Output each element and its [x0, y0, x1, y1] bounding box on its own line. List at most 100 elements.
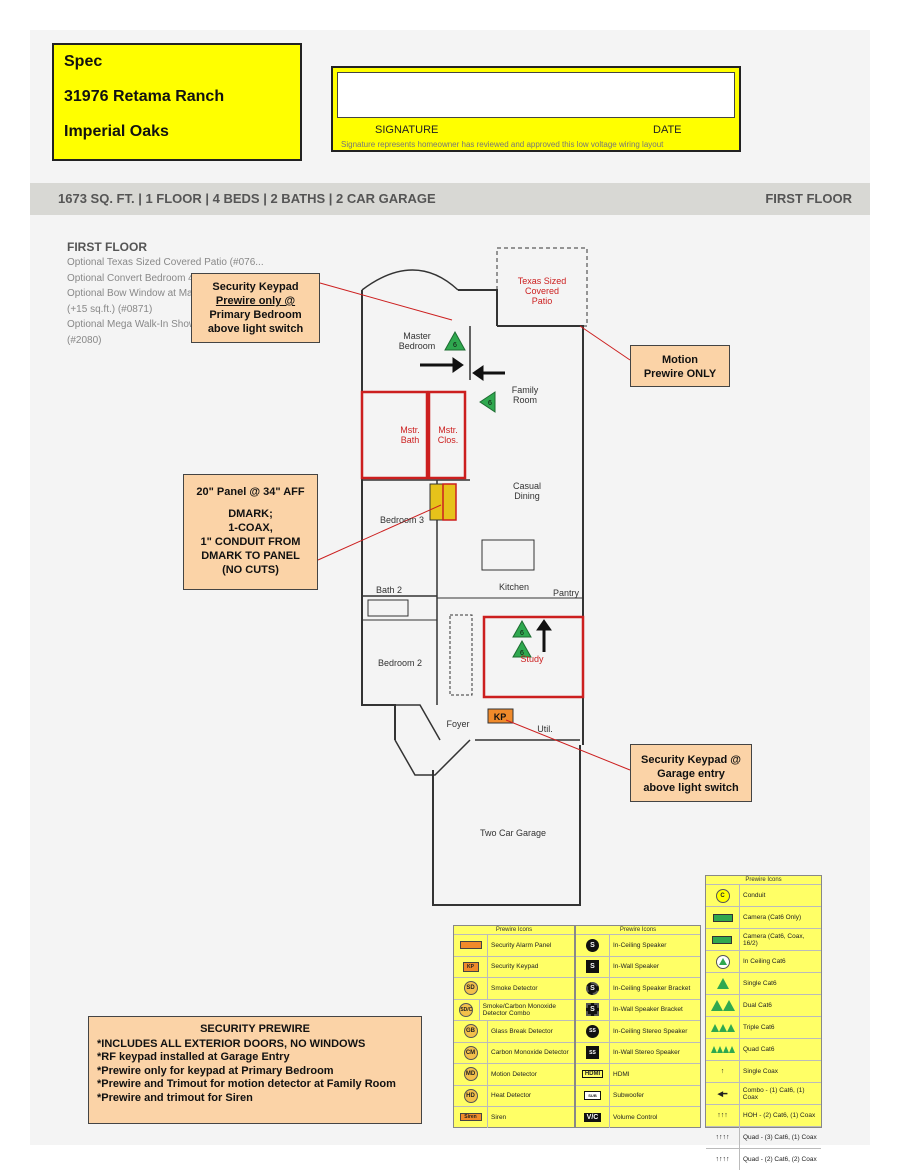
- project-info-box: Spec 31976 Retama Ranch Imperial Oaks: [52, 43, 302, 161]
- spec-banner: 1673 SQ. FT. | 1 FLOOR | 4 BEDS | 2 BATH…: [30, 183, 870, 215]
- master-bedroom-label: Bedroom: [399, 341, 436, 351]
- callout-line: Motion: [661, 354, 699, 366]
- wall-speaker-icon: S: [576, 956, 610, 977]
- legend-row: ↑↑↑↑Quad - (2) Cat6, (2) Coax: [706, 1148, 821, 1170]
- heat-detector-icon: HD: [454, 1085, 488, 1106]
- legend-row: Single Cat6: [706, 972, 821, 994]
- patio-label: Covered: [525, 286, 559, 296]
- callout-line: Prewire ONLY: [643, 368, 717, 380]
- callout-line: 1" CONDUIT FROM: [200, 536, 301, 548]
- legend-row: Dual Cat6: [706, 994, 821, 1016]
- cat6-label: 6: [453, 342, 457, 349]
- legend-row: In Ceiling Cat6: [706, 950, 821, 972]
- options-title: FIRST FLOOR: [67, 240, 147, 254]
- hdmi-icon: HDMI: [576, 1064, 610, 1085]
- security-prewire-note: SECURITY PREWIRE *INCLUDES ALL EXTERIOR …: [88, 1016, 422, 1124]
- cat6-triangle: [512, 639, 532, 658]
- date-label: DATE: [653, 124, 682, 136]
- prewire-note-item: *Prewire and trimout for Siren: [97, 1091, 253, 1104]
- pantry-label: Pantry: [553, 588, 580, 598]
- ceiling-stereo-speaker-icon: SS: [576, 1021, 610, 1042]
- option-item: Optional Bow Window at Ma...: [67, 288, 201, 299]
- callout-line: [184, 499, 317, 507]
- family-room-label: Room: [513, 395, 537, 405]
- combo-arrow-icon: ◀━: [706, 1083, 740, 1104]
- option-item: Optional Texas Sized Covered Patio (#076…: [67, 257, 264, 268]
- legend-head: Prewire Icons: [745, 877, 782, 883]
- motion-callout: Motion Prewire ONLY: [630, 345, 730, 387]
- prewire-note-item: *Prewire only for keypad at Primary Bedr…: [97, 1064, 334, 1077]
- panel-callout: 20" Panel @ 34" AFF DMARK; 1-COAX, 1" CO…: [183, 474, 318, 590]
- hoh-arrow-icon: ↑↑↑: [706, 1105, 740, 1126]
- bath2-label: Bath 2: [376, 585, 402, 595]
- legend-head: Prewire Icons: [495, 927, 533, 933]
- cat6-triangle: [512, 619, 532, 638]
- keypad-primary-callout: Security Keypad Prewire only @ Primary B…: [191, 273, 320, 343]
- mstr-closet-label: Mstr.: [438, 425, 458, 435]
- signature-field[interactable]: [337, 72, 735, 118]
- camera-combo-icon: [706, 929, 740, 950]
- mstr-bath-highlight: [360, 390, 429, 480]
- legend-row: Camera (Cat6 Only): [706, 906, 821, 928]
- casual-dining-label: Dining: [514, 491, 540, 501]
- option-item: (#2080): [67, 334, 102, 346]
- garage-label: Two Car Garage: [480, 828, 546, 838]
- callout-line: 1-COAX,: [228, 522, 273, 534]
- prewire-note-item: *Prewire and Trimout for motion detector…: [97, 1078, 396, 1090]
- legend-row: ↑Single Coax: [706, 1060, 821, 1082]
- callout-line: DMARK TO PANEL: [201, 550, 300, 562]
- kitchen-label: Kitchen: [499, 582, 529, 592]
- legend-row: ↑↑↑↑Quad - (3) Cat6, (1) Coax: [706, 1126, 821, 1148]
- ceiling-speaker-bracket-icon: S: [576, 978, 610, 999]
- cat6-triangle: [444, 330, 466, 351]
- triple-cat6-icon: [706, 1017, 740, 1038]
- legend-row: ◀━Combo - (1) Cat6, (1) Coax: [706, 1082, 821, 1104]
- siren-icon: Siren: [454, 1107, 488, 1128]
- legend-row: Triple Cat6: [706, 1016, 821, 1038]
- keypad-marker-label: KP: [494, 712, 507, 722]
- callout-line: Security Keypad: [212, 281, 299, 293]
- spec-summary: 1673 SQ. FT. | 1 FLOOR | 4 BEDS | 2 BATH…: [58, 191, 436, 206]
- project-address: 31976 Retama Ranch: [64, 88, 225, 105]
- prewire-note-title: SECURITY PREWIRE: [200, 1023, 310, 1035]
- smoke-co-combo-icon: SD/C: [454, 999, 480, 1020]
- legend-row: ↑↑↑HOH - (2) Cat6, (1) Coax: [706, 1104, 821, 1126]
- callout-line: Primary Bedroom: [209, 309, 302, 321]
- volume-control-icon: V/C: [576, 1107, 610, 1128]
- family-room-label: Family: [512, 385, 539, 395]
- keypad-garage-callout: Security Keypad @ Garage entry above lig…: [630, 744, 752, 802]
- cat6-triangle: [479, 391, 496, 413]
- co-detector-icon: CM: [454, 1042, 488, 1063]
- master-bedroom-label: Master: [403, 331, 431, 341]
- study-highlight: [482, 615, 585, 699]
- mstr-closet-label: Clos.: [438, 435, 459, 445]
- wall-stereo-speaker-icon: SS: [576, 1042, 610, 1063]
- legend-row: Camera (Cat6, Coax, 16/2): [706, 928, 821, 950]
- project-subdivision: Imperial Oaks: [64, 123, 169, 140]
- legend-row: Security Alarm Panel: [454, 934, 574, 956]
- callout-line: DMARK;: [228, 508, 273, 520]
- signature-box: SIGNATURE DATE Signature represents home…: [331, 66, 741, 152]
- casual-dining-label: Casual: [513, 481, 541, 491]
- cat6-label: 6: [520, 650, 524, 657]
- ceiling-cat6-icon: [706, 951, 740, 972]
- quad-arrow-icon: ↑↑↑↑: [706, 1127, 740, 1148]
- prewire-note-item: *RF keypad installed at Garage Entry: [97, 1051, 290, 1063]
- mstr-closet-highlight: [427, 390, 467, 480]
